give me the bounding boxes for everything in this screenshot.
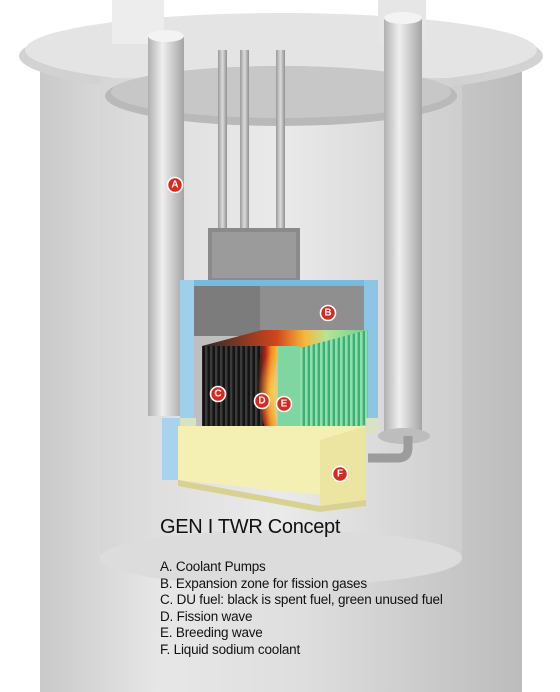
control-rod-1: [218, 50, 227, 240]
legend: A. Coolant Pumps B. Expansion zone for f…: [160, 559, 443, 658]
unused-fuel-front: [300, 330, 368, 440]
coolant-pump-left: [148, 36, 184, 416]
coolant-base-side: [320, 426, 366, 506]
expansion-zone-left-wall: [180, 280, 194, 426]
coolant-pump-left-cap: [148, 30, 184, 42]
legend-item-e: E. Breeding wave: [160, 625, 263, 640]
marker-e: E: [275, 395, 293, 413]
marker-a: A: [166, 176, 184, 194]
marker-e-label: E: [281, 399, 288, 410]
marker-b: B: [319, 304, 337, 322]
legend-item-d: D. Fission wave: [160, 608, 253, 624]
diagram-title: GEN I TWR Concept: [160, 516, 341, 538]
marker-b-label: B: [324, 308, 331, 319]
expansion-zone-top: [180, 280, 378, 286]
coolant-pump-right: [384, 18, 422, 436]
legend-item-b: B. Expansion zone for fission gases: [160, 575, 367, 591]
coolant-return-pipe: [368, 436, 413, 463]
inner-vessel-bottom: [100, 530, 462, 586]
marker-f: F: [331, 465, 349, 483]
legend-item-f: F. Liquid sodium coolant: [160, 641, 301, 657]
control-rod-2: [240, 50, 249, 240]
marker-c-label: C: [214, 389, 221, 400]
marker-d-label: D: [258, 396, 265, 407]
unused-fuel-face: [278, 346, 300, 436]
coolant-pump-right-cap: [384, 12, 422, 24]
expansion-zone-back-wall-shade: [194, 286, 260, 336]
legend-item-c: C. DU fuel: black is spent fuel, green u…: [160, 592, 443, 607]
legend-item-a: A. Coolant Pumps: [160, 559, 266, 574]
coolant-base-left-blue: [162, 418, 180, 480]
control-rod-drive-face: [212, 232, 296, 278]
marker-c: C: [209, 385, 227, 403]
marker-d: D: [253, 392, 271, 410]
marker-a-label: A: [171, 180, 178, 191]
coolant-base-front: [178, 426, 366, 500]
control-rod-3: [276, 50, 285, 240]
fuel-top-surface: [202, 330, 368, 348]
spent-fuel-face: [202, 346, 266, 432]
marker-f-label: F: [337, 469, 343, 480]
